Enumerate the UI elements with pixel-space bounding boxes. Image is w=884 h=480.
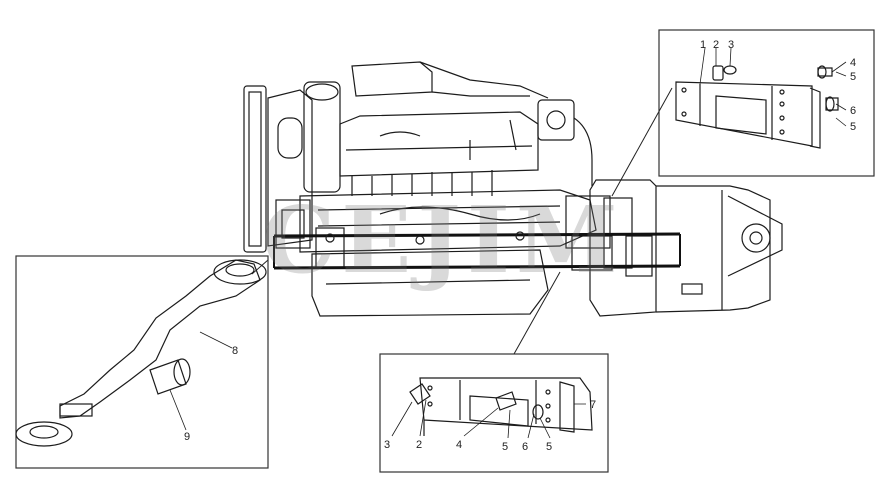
bottom-bracket — [419, 377, 593, 431]
callout-2: 2 — [713, 39, 719, 51]
callout-bottom-2: 2 — [416, 439, 422, 451]
fan-shroud — [267, 89, 313, 247]
callout-4: 4 — [850, 57, 856, 69]
gearbox — [655, 185, 771, 313]
callout-9: 9 — [184, 431, 190, 443]
bottom-pad — [15, 421, 73, 447]
inset-frame-left — [15, 255, 269, 469]
bracket-plate — [675, 81, 813, 147]
callout-6: 6 — [850, 105, 856, 117]
rear-bracket — [565, 195, 611, 249]
leader-to-left-inset — [251, 259, 269, 275]
cylinder-head — [339, 111, 539, 177]
water-outlet — [537, 99, 575, 141]
leader-to-bottom-inset — [513, 271, 561, 355]
callout-5: 5 — [850, 71, 856, 83]
washer-3 — [723, 65, 737, 75]
engine-assembly — [243, 61, 783, 317]
leader-to-top-inset — [611, 87, 673, 197]
callout-3: 3 — [728, 39, 734, 51]
frame-rail-upper — [273, 232, 681, 238]
callout-bottom-5: 5 — [502, 441, 508, 453]
oil-pan — [311, 249, 549, 317]
radiator — [243, 85, 267, 253]
callout-labels: 1 2 3 4 5 6 5 8 9 7 3 2 4 5 6 5 — [184, 39, 856, 453]
bolt-2 — [712, 65, 724, 81]
callout-bottom-6: 6 — [522, 441, 528, 453]
top-pad — [213, 259, 267, 285]
inset-top-right — [658, 29, 875, 177]
callout-bottom-3: 3 — [384, 439, 390, 451]
engine-block — [299, 189, 597, 253]
callout-8: 8 — [232, 345, 238, 357]
callout-7: 7 — [590, 399, 596, 411]
inset-left — [15, 255, 269, 469]
output-flange — [727, 195, 783, 277]
callout-1: 1 — [700, 39, 706, 51]
inset-frame-bottom — [379, 353, 609, 473]
bolt-bottom-4 — [495, 391, 517, 411]
callout-bottom-5b: 5 — [546, 441, 552, 453]
bolt-bottom-3 — [409, 383, 431, 405]
leader-lines — [251, 87, 673, 355]
front-mount — [275, 199, 311, 249]
callout-bottom-4: 4 — [456, 439, 462, 451]
bushing-9 — [149, 359, 187, 395]
frame-rail-lower — [273, 264, 681, 270]
inset-bottom — [379, 353, 609, 473]
inset-frame-top-right — [658, 29, 875, 177]
bell-housing — [589, 179, 657, 317]
intake-pipe — [351, 61, 433, 97]
callout-5-lower: 5 — [850, 121, 856, 133]
